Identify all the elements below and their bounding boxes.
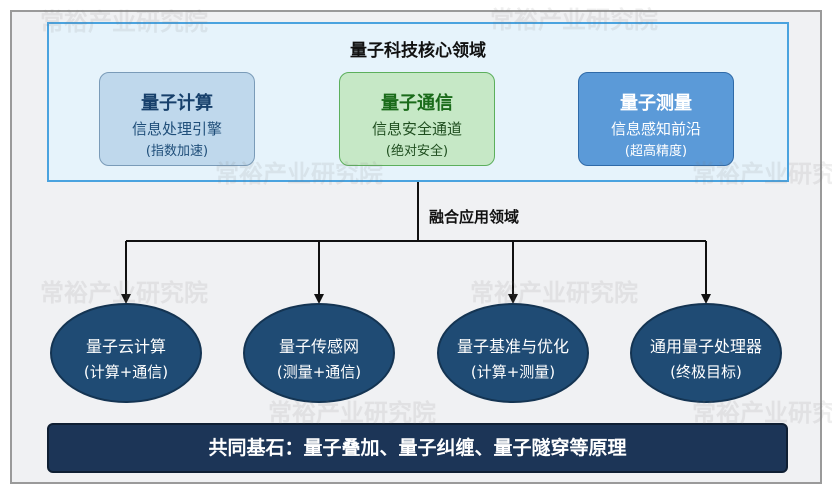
card-quantum-measurement: 量子测量 信息感知前沿 (超高精度)	[578, 72, 734, 166]
app-note: (测量+通信)	[276, 363, 362, 381]
card-title: 量子通信	[381, 93, 453, 114]
card-subtitle: 信息安全通道	[371, 120, 462, 138]
common-foundation-banner: 共同基石：量子叠加、量子纠缠、量子隧穿等原理	[47, 423, 788, 473]
core-domains-title: 量子科技核心领域	[350, 41, 486, 61]
card-subtitle: 信息感知前沿	[610, 120, 701, 138]
app-note: (终极目标)	[670, 363, 742, 381]
app-title: 量子云计算	[85, 337, 166, 356]
app-quantum-sensor-network: 量子传感网 (测量+通信)	[243, 303, 395, 403]
app-universal-quantum-processor: 通用量子处理器 (终极目标)	[630, 303, 782, 403]
core-domains-panel: 量子科技核心领域 量子计算 信息处理引擎 (指数加速) 量子通信 信息安全通道 …	[47, 22, 789, 182]
app-title: 量子传感网	[278, 337, 359, 356]
app-note: (计算+通信)	[83, 363, 169, 381]
app-quantum-benchmark-optimization: 量子基准与优化 (计算+测量)	[437, 303, 589, 403]
app-title: 量子基准与优化	[456, 337, 569, 356]
card-title: 量子测量	[620, 93, 692, 114]
card-quantum-computing: 量子计算 信息处理引擎 (指数加速)	[99, 72, 255, 166]
app-title: 通用量子处理器	[649, 337, 762, 356]
card-title: 量子计算	[141, 93, 213, 114]
card-note: (绝对安全)	[385, 144, 449, 159]
card-subtitle: 信息处理引擎	[131, 120, 222, 138]
card-note: (超高精度)	[624, 144, 688, 159]
fusion-domains-label: 融合应用领域	[429, 208, 520, 226]
card-note: (指数加速)	[145, 144, 209, 159]
card-quantum-communication: 量子通信 信息安全通道 (绝对安全)	[339, 72, 495, 166]
app-quantum-cloud-computing: 量子云计算 (计算+通信)	[50, 303, 202, 403]
app-note: (计算+测量)	[470, 363, 556, 381]
